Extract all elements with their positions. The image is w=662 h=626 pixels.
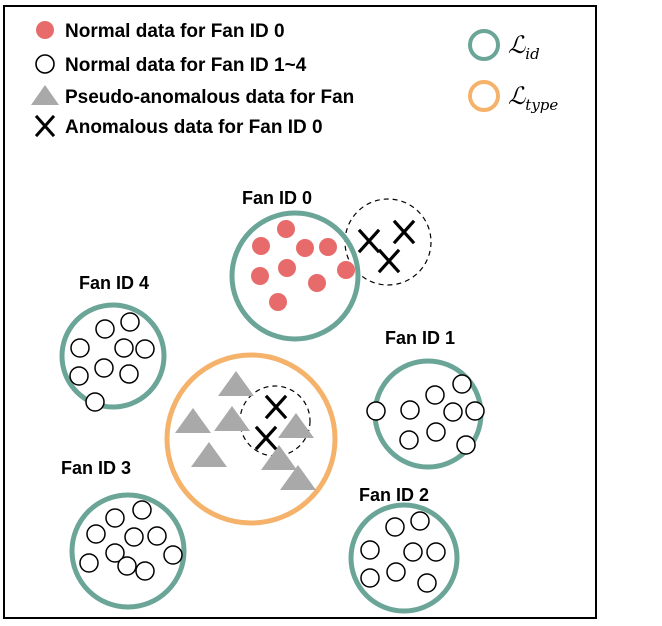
cluster-fan-id-3: Fan ID 3	[61, 458, 187, 610]
legend-label-pseudo-anomalous: Pseudo-anomalous data for Fan	[65, 87, 354, 108]
normal-points-fan3	[79, 500, 183, 581]
normal-points-fan2	[360, 511, 446, 593]
cluster-pseudo-anomalous	[164, 352, 338, 526]
legend-triangle-marker	[31, 85, 59, 105]
legend-red-circle-marker	[36, 21, 54, 39]
cluster-label-fan-id-2: Fan ID 2	[359, 485, 429, 505]
cluster-fan-id-4: Fan ID 4	[59, 273, 167, 412]
cluster-fan-id-2: Fan ID 2	[348, 485, 460, 614]
normal-points-fan1	[366, 374, 485, 455]
normal-points-fan0	[251, 220, 355, 311]
pseudo-anomalous-points	[175, 371, 316, 490]
cluster-ring-type	[164, 352, 338, 526]
cluster-fan-id-0: Fan ID 0	[229, 188, 432, 342]
anomaly-boundary-fan0	[344, 198, 432, 286]
legend-loss-id: ℒid	[508, 31, 540, 63]
anomaly-points-type	[254, 394, 288, 451]
legend-x-marker	[34, 114, 56, 138]
figure-frame	[3, 5, 597, 619]
cluster-label-fan-id-3: Fan ID 3	[61, 458, 131, 478]
legend: Normal data for Fan ID 0 Normal data for…	[31, 21, 558, 138]
legend-label-anomalous: Anomalous data for Fan ID 0	[65, 117, 323, 138]
cluster-fan-id-1: Fan ID 1	[366, 328, 485, 470]
legend-label-normal-fan1-4: Normal data for Fan ID 1~4	[65, 55, 307, 76]
legend-orange-ring	[468, 80, 500, 112]
cluster-ring-fan3	[69, 492, 187, 610]
anomaly-points-fan0	[357, 219, 416, 274]
legend-teal-ring	[468, 29, 500, 61]
cluster-ring-fan0	[229, 210, 361, 342]
legend-label-normal-fan0: Normal data for Fan ID 0	[65, 21, 285, 42]
normal-points-fan4	[69, 312, 155, 412]
legend-open-circle-marker	[35, 54, 55, 74]
cluster-ring-fan4	[59, 302, 167, 410]
cluster-label-fan-id-0: Fan ID 0	[242, 188, 312, 208]
legend-loss-type: ℒtype	[508, 82, 558, 114]
cluster-ring-fan2	[348, 502, 460, 614]
cluster-label-fan-id-4: Fan ID 4	[79, 273, 149, 293]
cluster-label-fan-id-1: Fan ID 1	[385, 328, 455, 348]
